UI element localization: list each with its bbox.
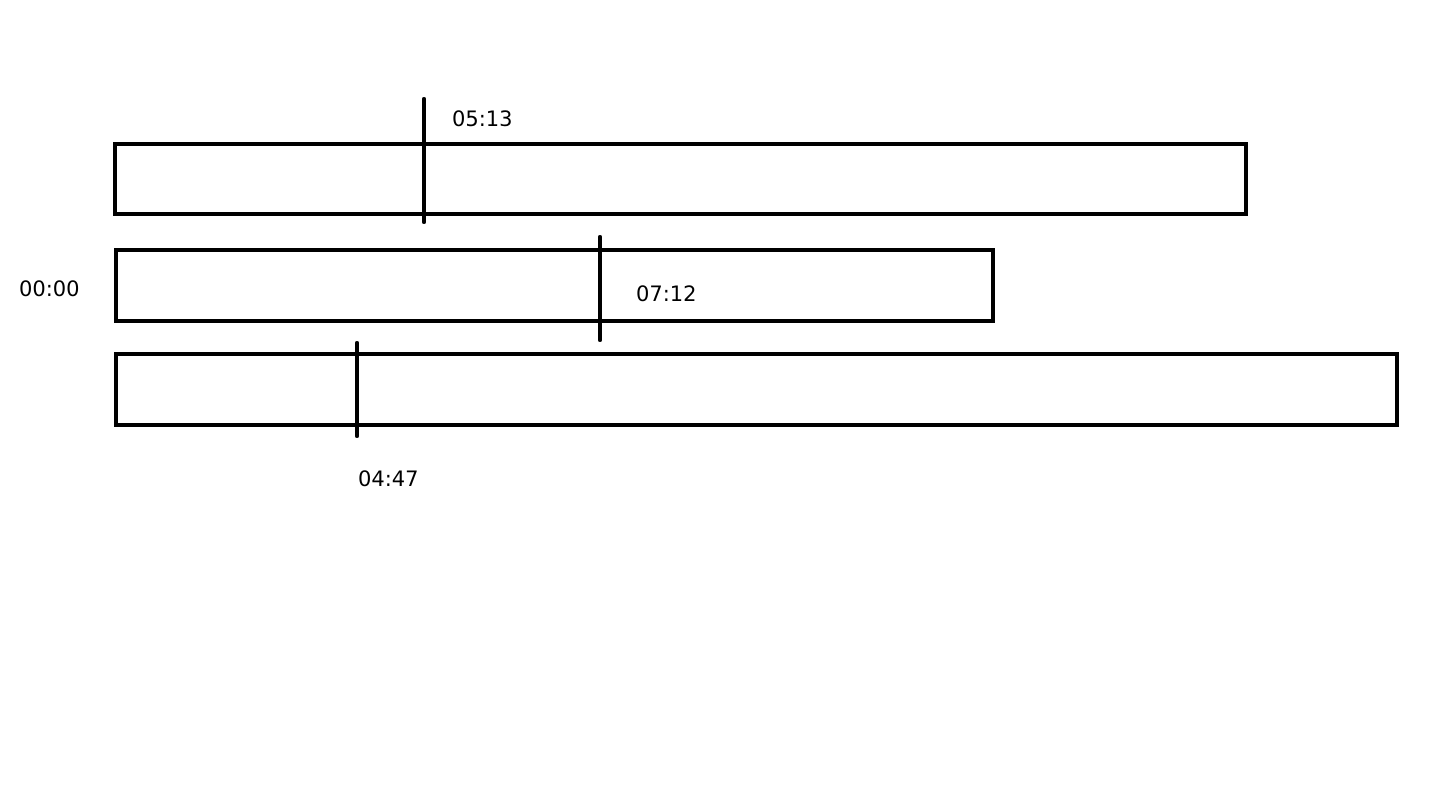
track-1-marker — [422, 97, 426, 224]
track-bar-1 — [113, 142, 1248, 216]
track-2-time-label: 07:12 — [636, 282, 697, 306]
track-3-time-label: 04:47 — [358, 467, 419, 491]
origin-time-label: 00:00 — [19, 277, 80, 301]
track-3-marker — [355, 341, 359, 438]
track-bar-3 — [114, 352, 1399, 427]
track-1-time-label: 05:13 — [452, 107, 513, 131]
track-bar-2 — [114, 248, 995, 323]
track-2-marker — [598, 235, 602, 342]
